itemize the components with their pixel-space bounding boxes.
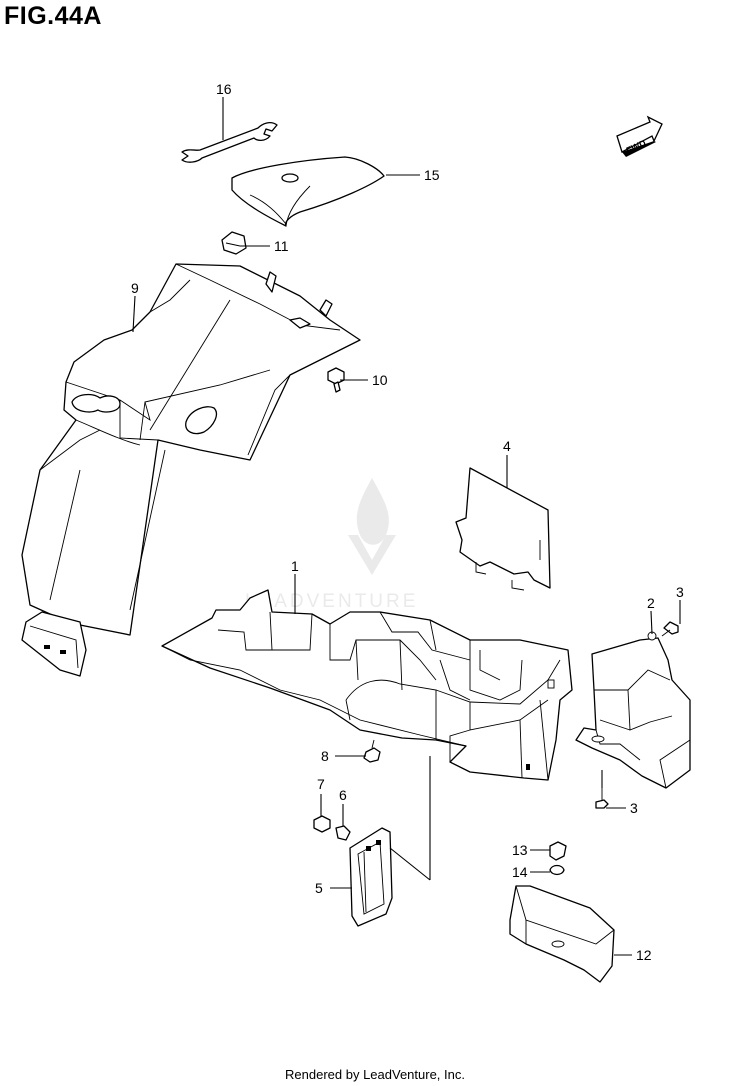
callout-6: 6 (339, 787, 347, 803)
part-13-bolt (549, 841, 567, 861)
callout-1: 1 (291, 558, 299, 574)
callout-5: 5 (315, 880, 323, 896)
part-14-washer (549, 864, 565, 876)
part-3-screw-upper (661, 621, 679, 637)
callout-11: 11 (274, 238, 289, 254)
forward-direction-badge: FWD (616, 115, 663, 157)
part-5-mud-flap (349, 827, 393, 927)
leadventure-watermark: LEADVENTURE (245, 478, 418, 612)
part-1-inner-fender (161, 589, 573, 781)
part-9-rear-fender (21, 263, 361, 677)
callout-12: 12 (636, 947, 652, 963)
callout-7: 7 (317, 776, 325, 792)
part-8-bolt (363, 739, 381, 763)
part-11-clip (221, 231, 247, 255)
part-3-screw-lower (595, 788, 609, 809)
leader-lines (132, 97, 681, 956)
part-6-nut (335, 825, 351, 841)
callout-15: 15 (424, 167, 440, 183)
footer-credit: Rendered by LeadVenture, Inc. (285, 1067, 465, 1082)
part-4-plate (455, 467, 551, 591)
figure-title: FIG.44A (4, 2, 102, 30)
callout-3-upper: 3 (676, 584, 684, 600)
part-15-tool-bag (231, 156, 385, 227)
callout-9: 9 (131, 280, 139, 296)
callout-16: 16 (216, 81, 232, 97)
part-2-bracket (575, 631, 691, 789)
callout-13: 13 (512, 842, 528, 858)
callout-labels: 16 15 11 9 10 4 1 2 3 8 7 6 5 13 14 12 3 (131, 81, 684, 963)
callout-10: 10 (372, 372, 388, 388)
callout-4: 4 (503, 438, 511, 454)
callout-8: 8 (321, 748, 329, 764)
part-16-wrench (181, 122, 278, 163)
callout-2: 2 (647, 595, 655, 611)
callout-14: 14 (512, 864, 528, 880)
part-12-cover (509, 885, 615, 983)
watermark-text: LEADVENTURE (245, 591, 418, 612)
part-7-bolt (313, 815, 331, 833)
callout-3-lower: 3 (630, 800, 638, 816)
